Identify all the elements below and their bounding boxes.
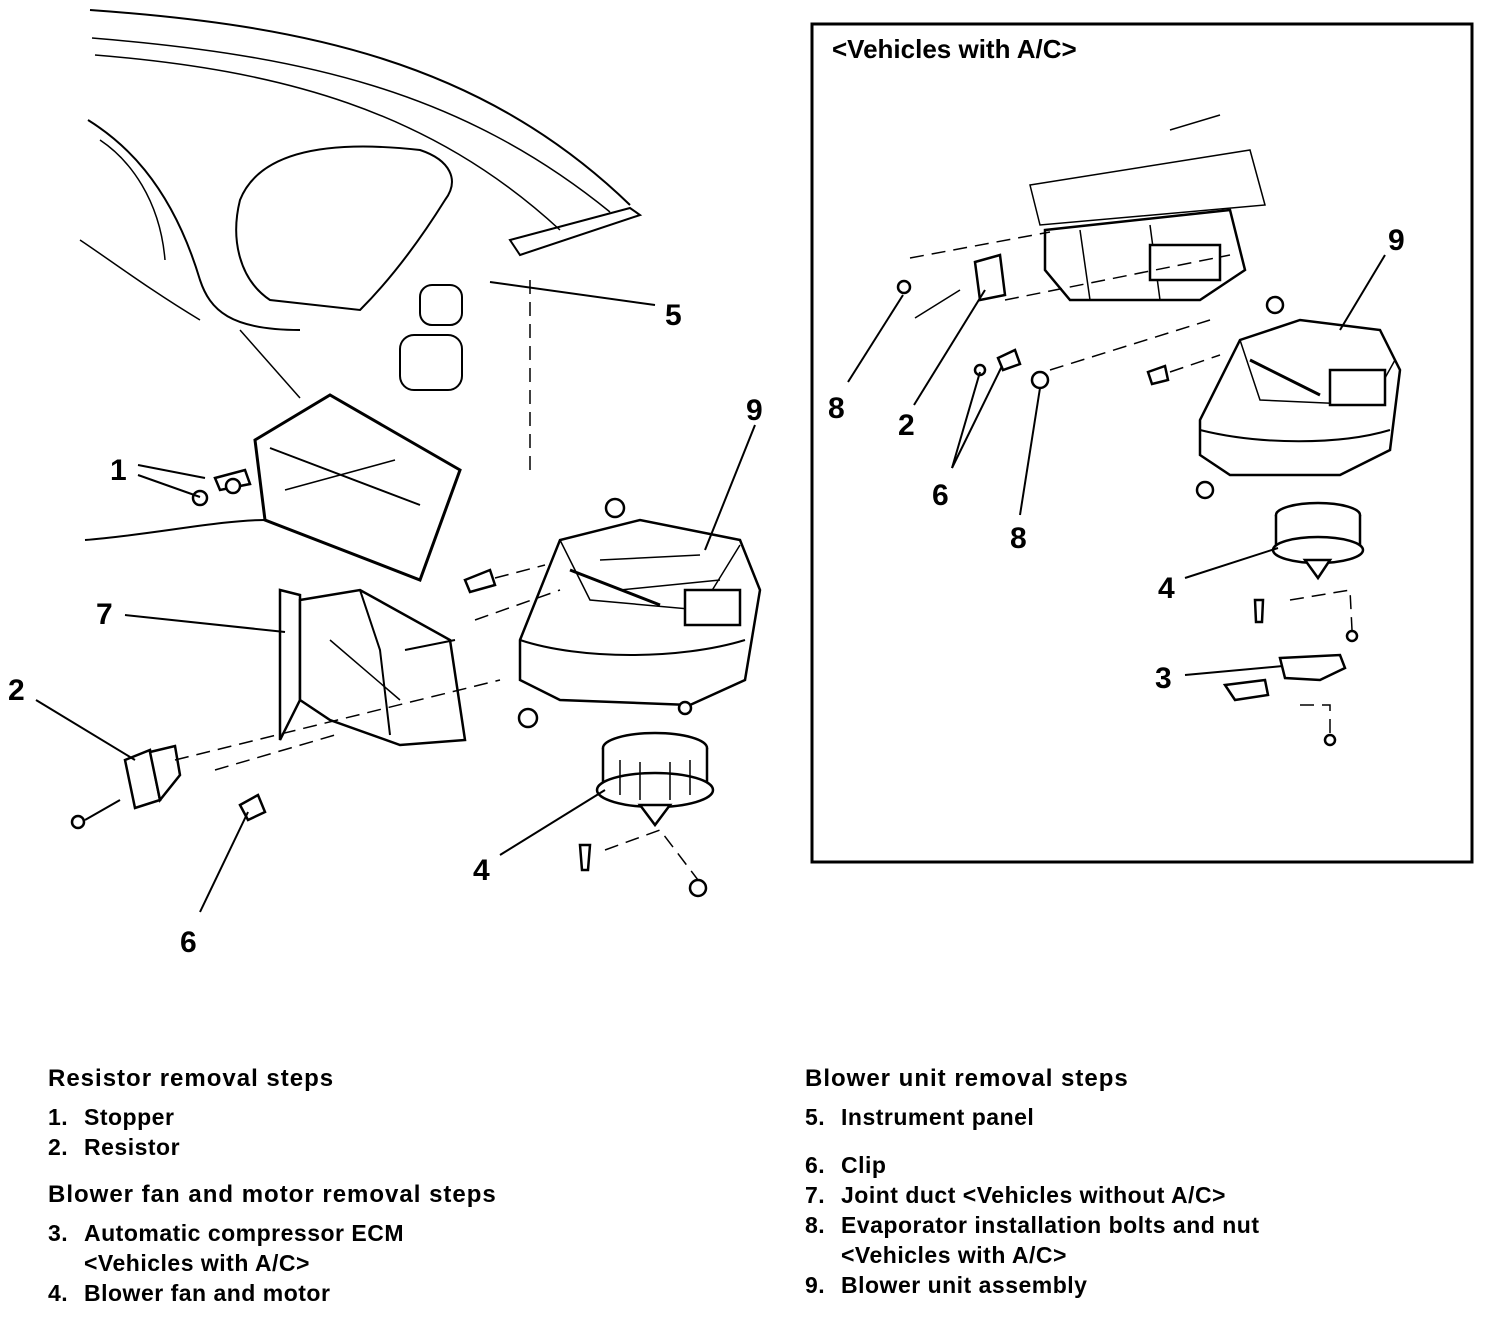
step-item: 3.Automatic compressor ECM<Vehicles with… [48, 1220, 405, 1276]
resistor-procedure-title: Resistor removal steps [48, 1065, 335, 1092]
step-item: 4.Blower fan and motor [48, 1280, 331, 1306]
step-item: 7.Joint duct <Vehicles without A/C> [805, 1182, 1226, 1208]
blower-unit-drawing [463, 497, 762, 729]
joint-duct-drawing [278, 588, 467, 747]
inset-callout-8b: 8 [1010, 522, 1027, 555]
inset-title: <Vehicles with A/C> [832, 34, 1077, 64]
inset-callout-9: 9 [1388, 224, 1405, 257]
callout-1: 1 [110, 454, 127, 487]
blower-unit-procedure-title: Blower unit removal steps [805, 1065, 1129, 1092]
callout-9: 9 [746, 394, 763, 427]
callout-7: 7 [96, 598, 113, 631]
inset-drawing [896, 114, 1402, 747]
blower-fan-procedure-title: Blower fan and motor removal steps [48, 1181, 497, 1208]
blower-unit-procedure: Blower unit removal steps 5.Instrument p… [805, 1064, 1485, 1300]
main-leader-lines [35, 281, 756, 913]
step-item: 6.Clip [805, 1152, 887, 1178]
inset-callout-2: 2 [898, 409, 915, 442]
inset-callout-8a: 8 [828, 392, 845, 425]
callout-2: 2 [8, 674, 25, 707]
blower-fan-motor-drawing [238, 731, 715, 898]
callout-6: 6 [180, 926, 197, 959]
instrument-panel-drawing [79, 9, 643, 582]
step-item: 8.Evaporator installation bolts and nut<… [805, 1212, 1260, 1268]
inset-frame [810, 22, 1474, 864]
resistor-procedure: Resistor removal steps 1.Stopper 2.Resis… [48, 1064, 748, 1308]
callout-5: 5 [665, 299, 682, 332]
inset-callout-4: 4 [1158, 572, 1175, 605]
callout-4: 4 [473, 854, 490, 887]
step-item: 2.Resistor [48, 1134, 181, 1160]
step-item: 9.Blower unit assembly [805, 1272, 1088, 1298]
inset-callout-6: 6 [932, 479, 949, 512]
step-item: 1.Stopper [48, 1104, 175, 1130]
resistor-drawing [70, 679, 501, 830]
exploded-parts-diagram: 1 2 4 5 6 7 9 <Vehicles with A/C> [8, 9, 1474, 959]
inset-leader-lines [847, 254, 1386, 676]
step-item: 5.Instrument panel [805, 1104, 1035, 1130]
inset-callout-3: 3 [1155, 662, 1172, 695]
